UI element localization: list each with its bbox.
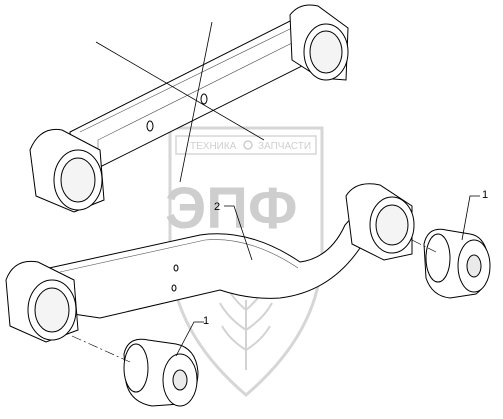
lower-curved-arm	[5, 183, 415, 343]
callout-part-1-bottom: 1	[203, 315, 209, 327]
watermark-logo: ТЕХНИКА ЗАПЧАСТИ ЭПФ	[165, 126, 324, 397]
bushing-right	[423, 228, 491, 299]
watermark-top-left-text: ТЕХНИКА	[190, 141, 237, 152]
axis-line-bottom	[71, 335, 131, 363]
upper-link-arm	[29, 4, 349, 213]
callout-part-1-right: 1	[482, 189, 488, 201]
leader-lines	[95, 21, 480, 357]
bushing-bottom	[123, 338, 199, 407]
callout-part-2: 2	[214, 201, 220, 213]
watermark-gear-icon	[243, 140, 253, 150]
center-axis-lines	[71, 239, 437, 363]
leader-line-part-1-right	[461, 195, 480, 241]
leader-line-upper-diagonal	[95, 41, 265, 141]
leader-line-part-1-bottom	[175, 321, 204, 357]
watermark-main-text: ЭПФ	[165, 176, 297, 241]
watermark-top-right-text: ЗАПЧАСТИ	[258, 141, 311, 152]
leader-line-part-2	[224, 205, 253, 261]
watermark-band	[175, 135, 317, 155]
axis-line-right	[411, 239, 437, 253]
leader-line-upper-vertical	[179, 21, 213, 183]
